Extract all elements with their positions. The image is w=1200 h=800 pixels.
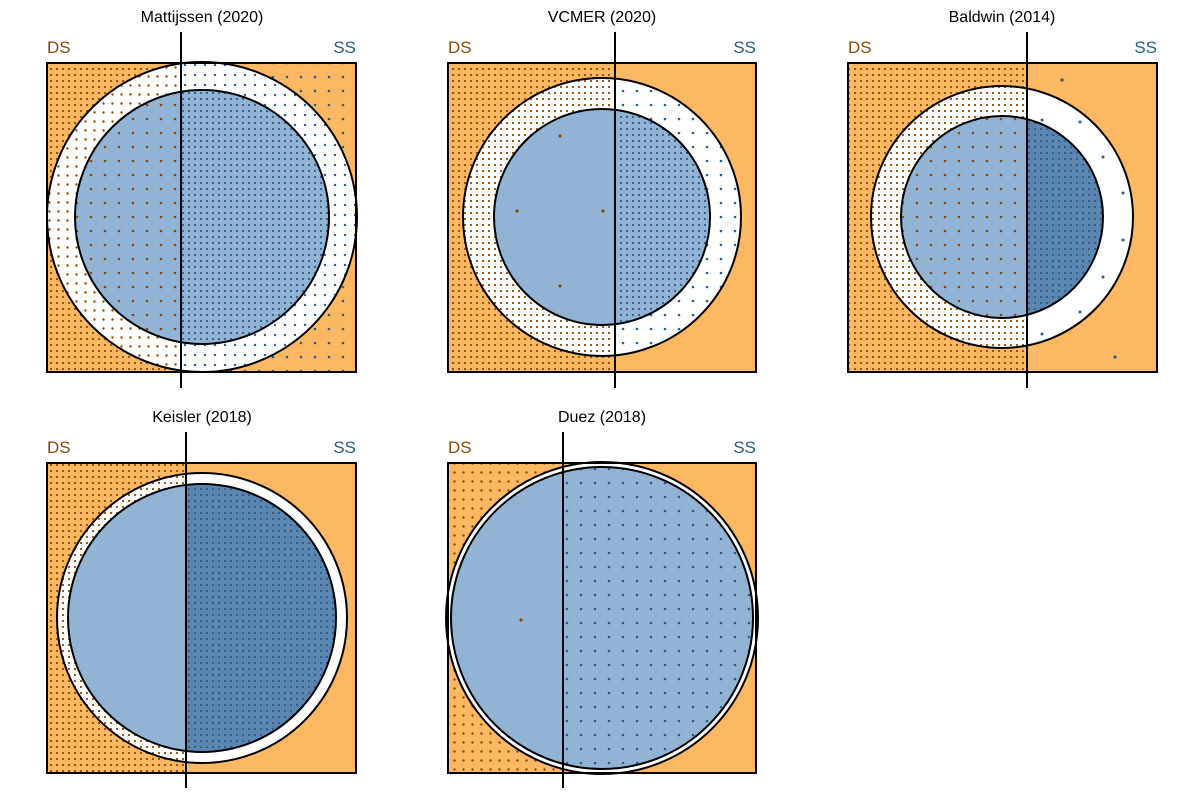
panel-2-inner-circle bbox=[493, 108, 711, 326]
panel-4: Keisler (2018) DS SS bbox=[46, 409, 357, 788]
panel-4-title: Keisler (2018) bbox=[152, 409, 252, 426]
panel-5-title: Duez (2018) bbox=[558, 409, 646, 426]
panel-4-inner-circle bbox=[67, 483, 337, 753]
panel-2-right-half bbox=[615, 63, 756, 372]
panel-3-frame bbox=[847, 62, 1158, 373]
panel-2-ds-label: DS bbox=[448, 38, 472, 57]
panel-5-ss-label: SS bbox=[733, 438, 756, 457]
panel-4-outer-circle bbox=[56, 472, 348, 764]
panel-2-title: VCMER (2020) bbox=[548, 9, 656, 26]
panel-3-left-half bbox=[848, 63, 1027, 372]
panel-5: Duez (2018) DS SS bbox=[445, 409, 759, 788]
panel-4-right-half bbox=[186, 463, 356, 773]
panel-5-left-half bbox=[448, 463, 563, 773]
panel-2-left-half bbox=[448, 63, 615, 372]
panel-2: VCMER (2020) DS SS bbox=[447, 9, 757, 388]
panel-3-inner-circle bbox=[900, 115, 1104, 319]
panel-1-left-half bbox=[47, 63, 181, 372]
panel-3-title: Baldwin (2014) bbox=[949, 9, 1056, 26]
panel-1-title: Mattijssen (2020) bbox=[141, 9, 264, 26]
panel-2-ss-label: SS bbox=[733, 38, 756, 57]
panel-2-outer-circle bbox=[462, 77, 742, 357]
panel-1-right-half bbox=[181, 63, 356, 372]
panel-4-frame bbox=[46, 462, 357, 774]
panel-3-ss-label: SS bbox=[1134, 38, 1157, 57]
panel-4-ds-label: DS bbox=[47, 438, 71, 457]
panel-5-ds-label: DS bbox=[448, 438, 472, 457]
panel-5-frame bbox=[447, 462, 757, 774]
panel-2-frame bbox=[447, 62, 757, 373]
panel-3-ds-label: DS bbox=[848, 38, 872, 57]
panel-1-ss-label: SS bbox=[333, 38, 356, 57]
panel-4-ss-label: SS bbox=[333, 438, 356, 457]
panel-3-outer-circle bbox=[870, 85, 1134, 349]
panel-5-inner-circle bbox=[450, 466, 754, 770]
panel-1-ds-label: DS bbox=[47, 38, 71, 57]
panel-1-frame bbox=[46, 62, 357, 373]
panel-3: Baldwin (2014) DS SS bbox=[847, 9, 1158, 388]
panel-1-inner-circle bbox=[74, 89, 330, 345]
panel-1: Mattijssen (2020) DS SS bbox=[46, 9, 358, 388]
panel-5-right-half bbox=[563, 463, 756, 773]
panel-3-right-half bbox=[1027, 63, 1157, 372]
